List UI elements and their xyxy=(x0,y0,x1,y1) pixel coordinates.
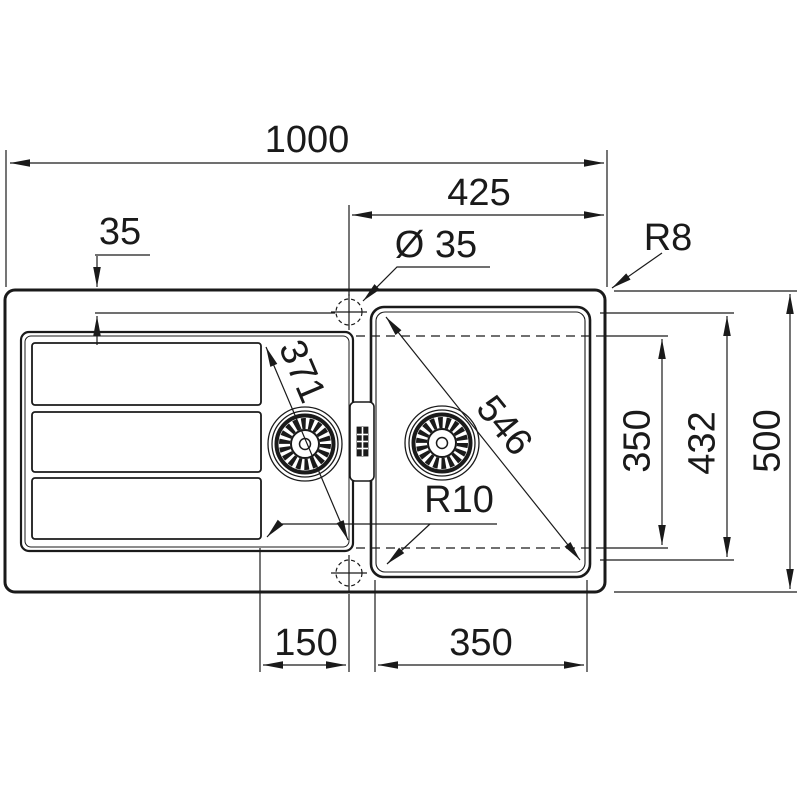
dim-bowl-diagonal xyxy=(385,316,581,561)
label-outer-radius: R8 xyxy=(644,217,693,259)
leader-tap-diameter xyxy=(362,266,490,302)
dim-bowl-inner-depth xyxy=(598,335,668,549)
label-bowl-inner-depth: 350 xyxy=(616,409,658,472)
tap-hole-top xyxy=(331,294,367,330)
drain-strainer-left xyxy=(267,406,343,482)
label-bowl-diagonal: 546 xyxy=(468,388,541,464)
leader-outer-radius xyxy=(611,252,663,289)
dim-drainer-diagonal xyxy=(265,346,349,541)
label-tap-from-top: 35 xyxy=(99,211,141,253)
label-overall-depth: 500 xyxy=(746,409,788,472)
dim-overall-width xyxy=(5,150,608,287)
dim-tap-from-right xyxy=(348,205,604,296)
label-bowl-outer-depth: 432 xyxy=(681,411,723,474)
sink-outline xyxy=(3,288,607,594)
drain-strainer-right xyxy=(404,405,480,481)
dim-bowl-outer-depth xyxy=(600,312,734,561)
label-tap-diameter: Ø 35 xyxy=(395,224,477,266)
dim-tap-from-top xyxy=(93,254,335,345)
drainer-groove xyxy=(31,477,262,540)
dim-drain-offset xyxy=(259,548,350,672)
dim-bowl-inner-width xyxy=(374,580,588,672)
drainer-groove xyxy=(31,411,262,473)
overflow-connector xyxy=(349,401,375,482)
label-bowl-radius: R10 xyxy=(424,479,494,521)
label-overall-width: 1000 xyxy=(265,119,350,161)
label-bowl-inner-width: 350 xyxy=(449,622,512,664)
drainer-groove xyxy=(31,342,262,406)
label-drain-offset: 150 xyxy=(274,622,337,664)
main-bowl xyxy=(369,305,592,579)
label-tap-from-right: 425 xyxy=(447,172,510,214)
drainer-panel-inner xyxy=(24,335,350,548)
leader-bowl-radius xyxy=(266,519,497,565)
tap-hole-bottom xyxy=(331,555,367,591)
main-bowl-inner xyxy=(375,311,586,573)
label-drainer-diagonal: 371 xyxy=(270,334,333,409)
dim-overall-depth xyxy=(614,290,797,593)
